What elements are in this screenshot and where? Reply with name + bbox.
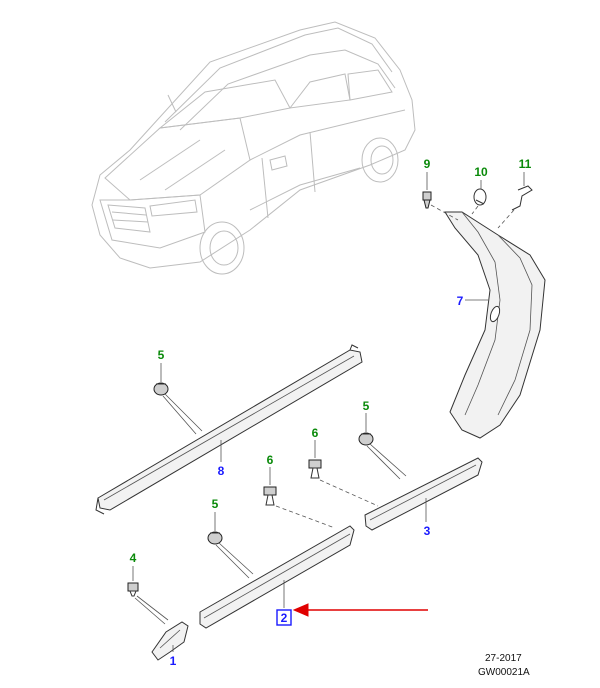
fastener-6-left	[263, 486, 277, 506]
callout-11: 11	[519, 157, 532, 171]
callout-8: 8	[218, 464, 225, 478]
highlight-arrow	[292, 603, 428, 617]
vehicle-illustration	[91, 21, 416, 275]
part-2-trim	[199, 525, 355, 629]
part-7-trim	[444, 211, 546, 439]
part-3-trim	[364, 457, 483, 531]
fastener-6-right	[308, 459, 322, 479]
callout-5-lower: 5	[212, 497, 219, 511]
callout-6-right: 6	[312, 426, 319, 440]
callout-2: 2	[281, 611, 288, 625]
diagram-code: GW00021A	[478, 667, 530, 678]
callout-5-upper: 5	[158, 348, 165, 362]
callout-10: 10	[474, 165, 488, 179]
callout-9: 9	[424, 157, 431, 171]
callouts: 9 10 11 7 5 8 5 6 3 6 5 2 4 1	[130, 157, 532, 668]
callout-7: 7	[457, 294, 464, 308]
leader-lines	[132, 172, 525, 652]
callout-6-left: 6	[267, 453, 274, 467]
part-8-moulding	[95, 344, 363, 515]
callout-3: 3	[424, 524, 431, 538]
fastener-5-upper	[153, 382, 169, 396]
fastener-11	[511, 185, 533, 211]
callout-4: 4	[130, 551, 137, 565]
highlight-arrow-head	[292, 603, 309, 617]
highlight-box	[276, 609, 292, 626]
part-1-bracket	[151, 621, 189, 661]
diagram-date: 27-2017	[485, 653, 522, 664]
fastener-4	[127, 582, 139, 597]
callout-5-right: 5	[363, 399, 370, 413]
fastener-5-lower	[207, 531, 223, 545]
fastener-5-right	[358, 432, 374, 446]
callout-1: 1	[170, 654, 177, 668]
fastener-9	[422, 191, 432, 209]
fastener-10	[473, 188, 487, 206]
